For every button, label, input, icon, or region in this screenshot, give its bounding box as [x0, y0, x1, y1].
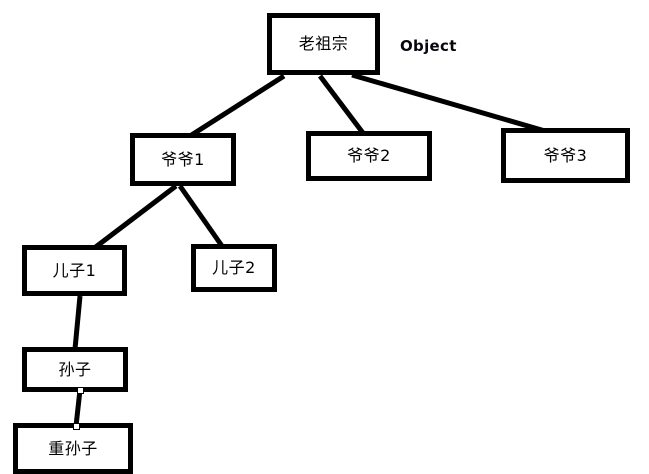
- node-son1[interactable]: 儿子1: [22, 245, 127, 296]
- edge-root-to-grandpa1[interactable]: [188, 73, 286, 139]
- node-grandson[interactable]: 孙子: [22, 347, 128, 392]
- edge-root-to-grandpa2[interactable]: [318, 74, 365, 135]
- edge-grandpa1-to-son2[interactable]: [177, 184, 225, 248]
- node-label-son1: 儿子1: [52, 260, 97, 280]
- handle-top[interactable]: [77, 387, 84, 394]
- node-grandpa1[interactable]: 爷爷1: [130, 133, 236, 186]
- node-son2[interactable]: 儿子2: [191, 244, 277, 292]
- handle-bottom[interactable]: [73, 423, 80, 430]
- edge-root-to-grandpa3[interactable]: [351, 72, 546, 134]
- node-label-grandpa3: 爷爷3: [543, 145, 588, 165]
- edge-son1-to-grandson[interactable]: [72, 295, 83, 350]
- node-greatgson[interactable]: 重孙子: [13, 423, 133, 474]
- node-label-grandpa2: 爷爷2: [347, 146, 391, 165]
- edge-grandpa1-to-son1[interactable]: [91, 184, 178, 251]
- node-root[interactable]: 老祖宗: [267, 13, 380, 75]
- object-annotation-label: Object: [400, 37, 457, 55]
- edge-grandson-to-greatgson[interactable]: [73, 389, 83, 427]
- node-label-son2: 儿子2: [212, 258, 256, 277]
- node-label-grandpa1: 爷爷1: [161, 149, 205, 169]
- node-label-root: 老祖宗: [298, 34, 349, 53]
- node-label-grandson: 孙子: [58, 359, 92, 379]
- node-grandpa2[interactable]: 爷爷2: [306, 131, 432, 181]
- node-label-greatgson: 重孙子: [48, 438, 98, 458]
- node-grandpa3[interactable]: 爷爷3: [501, 128, 630, 183]
